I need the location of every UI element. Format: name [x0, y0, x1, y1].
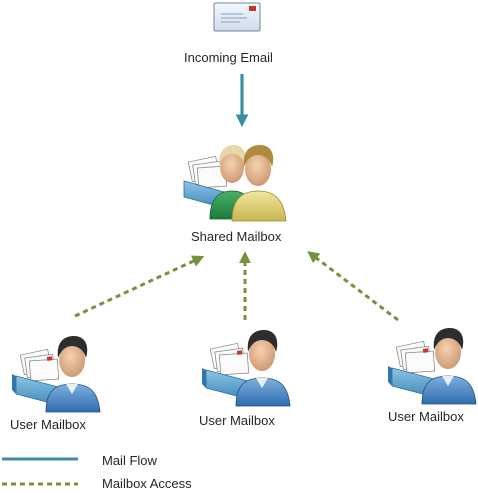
- user-mailbox-label-right: User Mailbox: [388, 409, 464, 424]
- envelope-icon: [213, 2, 261, 32]
- legend-mail-flow-label: Mail Flow: [102, 453, 157, 468]
- user-mailbox-label-left: User Mailbox: [10, 417, 86, 432]
- user-mailbox-icon-center: [201, 329, 291, 407]
- mailbox-access-arrow-left: [74, 255, 205, 318]
- legend-mailbox-access-label: Mailbox Access: [102, 476, 192, 491]
- shared-mailbox-label: Shared Mailbox: [191, 229, 282, 244]
- incoming-email-label: Incoming Email: [184, 50, 273, 65]
- shared-mailbox-users-icon: [183, 145, 287, 222]
- user-mailbox-label-center: User Mailbox: [199, 413, 275, 428]
- user-mailbox-icon-left: [11, 335, 101, 413]
- user-mailbox-icon-right: [387, 327, 477, 405]
- mailbox-access-arrow-right: [307, 251, 399, 322]
